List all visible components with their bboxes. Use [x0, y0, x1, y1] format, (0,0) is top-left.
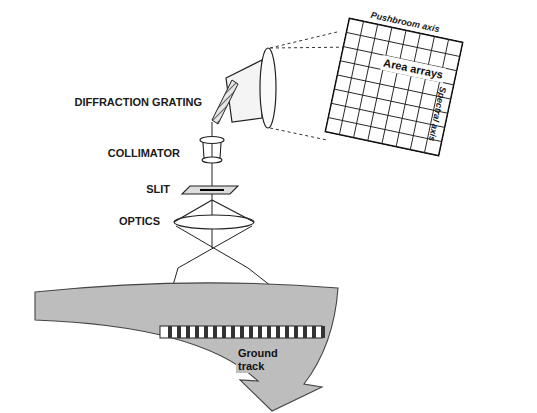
diffraction-grating — [212, 80, 238, 124]
ground-track-band: Ground track — [28, 272, 348, 413]
optics-lens — [174, 200, 254, 229]
label-text: COLLIMATOR — [108, 147, 180, 159]
part-label: COLLIMATOR — [70, 146, 180, 160]
part-label: DIFFRACTION GRATING — [70, 95, 202, 109]
ground-swath — [28, 272, 348, 413]
label-text: OPTICS — [119, 215, 160, 227]
part-label: OPTICS — [80, 214, 160, 228]
label-text: DIFFRACTION GRATING — [74, 96, 202, 108]
collimator-lenses — [200, 137, 224, 164]
track-label: Ground track — [236, 346, 286, 373]
slit-plate — [182, 186, 238, 194]
part-label: SLIT — [90, 182, 170, 196]
label-text: SLIT — [146, 183, 170, 195]
